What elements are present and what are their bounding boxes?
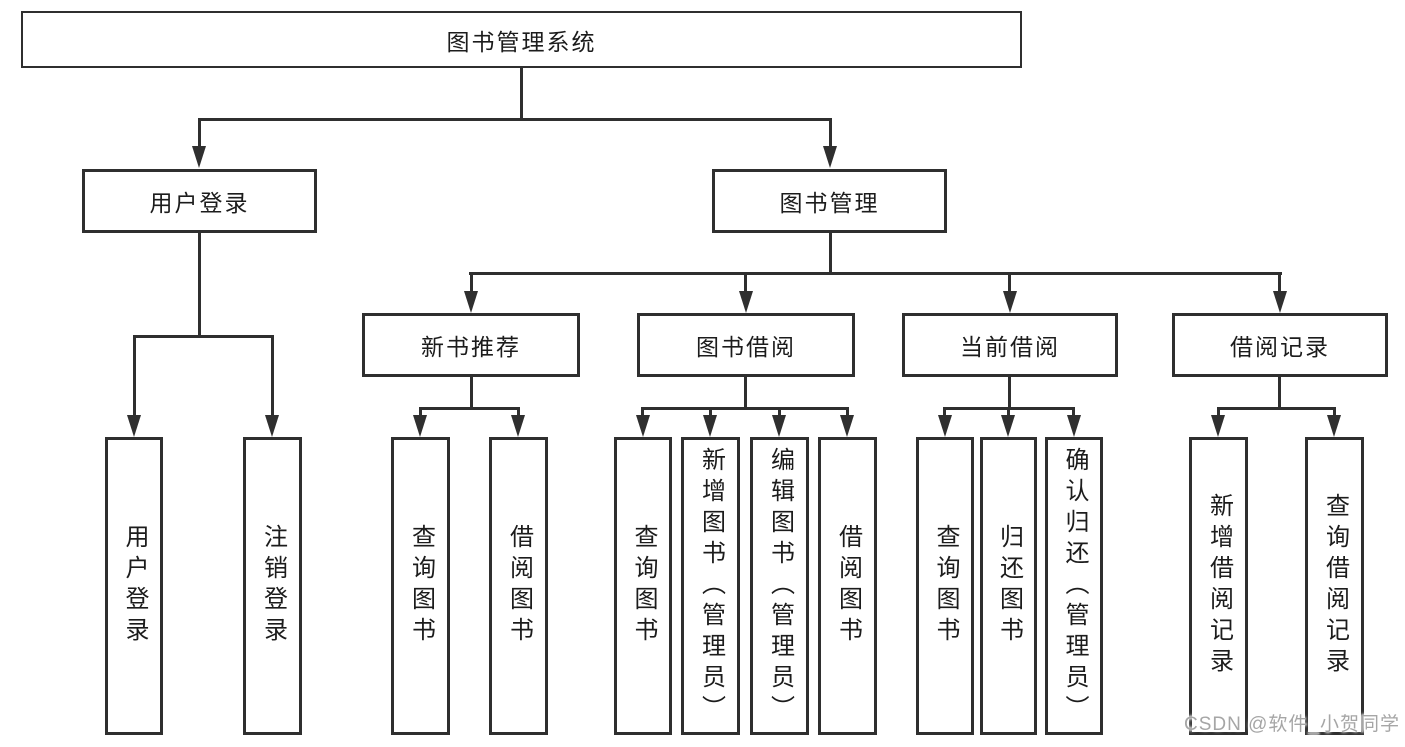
leaf-return-book: 归还图书 — [980, 437, 1037, 735]
leaf-query-borrow-record: 查询借阅记录 — [1305, 437, 1364, 735]
connector-line — [517, 407, 520, 417]
arrow-down-icon — [1327, 415, 1341, 437]
connector-line — [709, 407, 712, 417]
connector-line — [744, 272, 747, 292]
arrow-down-icon — [127, 415, 141, 437]
connector-line — [133, 335, 274, 338]
connector-line — [846, 407, 849, 417]
leaf-query-books-recommend: 查询图书 — [391, 437, 450, 735]
node-user-login: 用户登录 — [82, 169, 317, 233]
arrow-down-icon — [1003, 291, 1017, 313]
node-new-book-recommendation: 新书推荐 — [362, 313, 580, 377]
connector-line — [198, 118, 832, 121]
arrow-down-icon — [703, 415, 717, 437]
connector-line — [1333, 407, 1336, 417]
connector-line — [470, 375, 473, 409]
node-book-borrowing: 图书借阅 — [637, 313, 855, 377]
connector-line — [1008, 375, 1011, 409]
arrow-down-icon — [464, 291, 478, 313]
arrow-down-icon — [1211, 415, 1225, 437]
connector-line — [419, 407, 520, 410]
leaf-query-books-current: 查询图书 — [916, 437, 974, 735]
connector-line — [778, 407, 781, 417]
connector-line — [1217, 407, 1336, 410]
connector-line — [829, 118, 832, 148]
node-book-management: 图书管理 — [712, 169, 947, 233]
connector-line — [133, 335, 136, 417]
leaf-add-borrow-record: 新增借阅记录 — [1189, 437, 1248, 735]
watermark-text: CSDN @软件_小贺同学 — [1184, 714, 1400, 735]
arrow-down-icon — [739, 291, 753, 313]
node-current-borrowing: 当前借阅 — [902, 313, 1118, 377]
arrow-down-icon — [1273, 291, 1287, 313]
leaf-borrow-books-borrowing: 借阅图书 — [818, 437, 877, 735]
connector-line — [1217, 407, 1220, 417]
arrow-down-icon — [636, 415, 650, 437]
arrow-down-icon — [1067, 415, 1081, 437]
connector-line — [271, 335, 274, 417]
leaf-confirm-return-admin: 确认归还（管理员） — [1045, 437, 1103, 735]
leaf-logout: 注销登录 — [243, 437, 302, 735]
connector-line — [943, 407, 946, 417]
leaf-user-login: 用户登录 — [105, 437, 163, 735]
connector-line — [829, 231, 832, 275]
node-borrowing-records: 借阅记录 — [1172, 313, 1388, 377]
connector-line — [1278, 375, 1281, 409]
arrow-down-icon — [1001, 415, 1015, 437]
connector-line — [1007, 407, 1010, 417]
arrow-down-icon — [772, 415, 786, 437]
leaf-edit-book-admin: 编辑图书（管理员） — [750, 437, 809, 735]
leaf-query-books-borrowing: 查询图书 — [614, 437, 672, 735]
arrow-down-icon — [192, 146, 206, 168]
connector-line — [1072, 407, 1075, 417]
arrow-down-icon — [265, 415, 279, 437]
connector-line — [641, 407, 644, 417]
arrow-down-icon — [840, 415, 854, 437]
node-root: 图书管理系统 — [21, 11, 1022, 68]
connector-line — [1008, 272, 1011, 292]
arrow-down-icon — [938, 415, 952, 437]
connector-line — [469, 272, 1282, 275]
connector-line — [1278, 272, 1281, 292]
connector-line — [470, 272, 473, 292]
connector-line — [520, 66, 523, 121]
leaf-borrow-books-recommend: 借阅图书 — [489, 437, 548, 735]
leaf-add-book-admin: 新增图书（管理员） — [681, 437, 740, 735]
connector-line — [198, 118, 201, 148]
connector-line — [744, 375, 747, 409]
arrow-down-icon — [823, 146, 837, 168]
arrow-down-icon — [511, 415, 525, 437]
connector-line — [419, 407, 422, 417]
arrow-down-icon — [413, 415, 427, 437]
connector-line — [198, 231, 201, 337]
connector-line — [641, 407, 848, 410]
